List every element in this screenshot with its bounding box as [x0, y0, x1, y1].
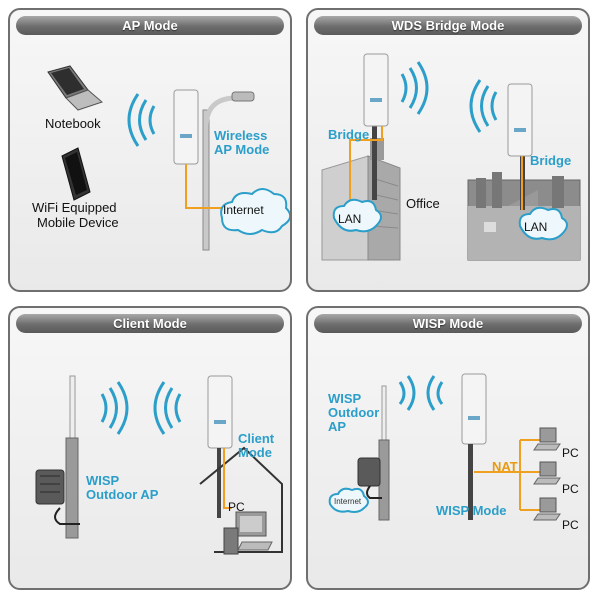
pc-icon-1: [533, 427, 561, 451]
client-mode-label-line1: Client: [238, 431, 275, 446]
internet-cloud-icon: [328, 487, 369, 513]
outdoor-antenna-icon: [35, 375, 80, 539]
right-bridge-ap-icon: [507, 83, 533, 157]
wisp-outdoor-ap-label-line2: Outdoor: [328, 405, 380, 420]
pc-icon: [223, 511, 273, 555]
client-mode-illustration: [35, 375, 283, 555]
mobile-device-label-line1: WiFi Equipped: [32, 200, 117, 215]
wds-bridge-mode-header: WDS Bridge Mode: [314, 16, 582, 35]
wireless-waves-left-icon: [100, 381, 129, 435]
ap-mode-header: AP Mode: [16, 16, 284, 35]
nat-label: NAT: [492, 459, 518, 474]
wisp-ap-device-icon: [461, 373, 487, 445]
office-label: Office: [406, 196, 440, 211]
bridge-left-label: Bridge: [328, 127, 370, 142]
wireless-waves-right-icon: [153, 381, 182, 435]
pc-label-1: PC: [562, 446, 579, 460]
wisp-outdoor-ap-label-line3: AP: [328, 419, 347, 434]
wisp-mode-illustration: Internet: [328, 373, 561, 521]
wireless-waves-left-icon: [398, 375, 416, 411]
wisp-outdoor-ap-label-line1: WISP: [86, 473, 120, 488]
client-mode-header: Client Mode: [16, 314, 284, 333]
lan-right-label: LAN: [524, 220, 548, 234]
outdoor-antenna-icon: [357, 385, 390, 521]
wireless-waves-right-icon: [426, 375, 444, 411]
client-mode-label-line2: Mode: [238, 445, 272, 460]
wisp-outdoor-ap-label-line2: Outdoor AP: [86, 487, 159, 502]
notebook-icon: [47, 65, 103, 111]
mobile-device-label-line2: Mobile Device: [37, 215, 119, 230]
notebook-label: Notebook: [45, 116, 101, 131]
wisp-outdoor-ap-label-line1: WISP: [328, 391, 362, 406]
internet-cloud-icon: [220, 188, 290, 235]
tablet-icon: [61, 147, 91, 201]
pc-label-2: PC: [562, 482, 579, 496]
lan-left-label: LAN: [338, 212, 362, 226]
client-mode-panel: Client Mode WISP: [8, 306, 292, 590]
wireless-ap-mode-label-line2: AP Mode: [214, 142, 270, 157]
pc-icon-3: [533, 497, 561, 521]
ap-mode-panel: AP Mode No: [8, 8, 292, 292]
lan-cloud-right-icon: [518, 206, 568, 241]
wds-bridge-illustration: [321, 53, 581, 261]
wds-bridge-mode-panel: WDS Bridge Mode: [306, 8, 590, 292]
nat-connection-lines: [474, 439, 540, 511]
wisp-mode-header: WISP Mode: [314, 314, 582, 333]
pc-icon-2: [533, 461, 561, 485]
internet-label: Internet: [223, 203, 264, 217]
pc-label-3: PC: [562, 518, 579, 532]
wireless-waves-right-icon: [469, 79, 498, 133]
client-ap-device-icon: [207, 375, 233, 449]
wireless-waves-icon: [127, 93, 156, 147]
bridge-right-label: Bridge: [530, 153, 572, 168]
internet-label: Internet: [334, 497, 362, 506]
wireless-waves-left-icon: [400, 61, 429, 115]
office-building-icon: [321, 138, 401, 261]
lan-cloud-left-icon: [332, 198, 382, 233]
wireless-ap-mode-label-line1: Wireless: [214, 128, 268, 143]
pc-label: PC: [228, 500, 245, 514]
ap-mode-illustration: [47, 65, 290, 251]
wisp-mode-label: WISP Mode: [436, 503, 507, 518]
access-point-device-icon: [173, 89, 199, 165]
left-bridge-ap-icon: [363, 53, 389, 127]
wisp-mode-panel: WISP Mode Internet: [306, 306, 590, 590]
